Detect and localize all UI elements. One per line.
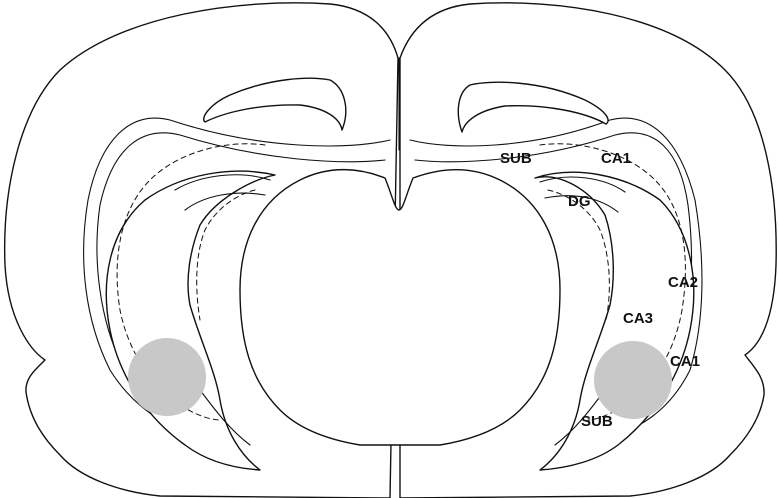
- label-ca2: CA2: [668, 274, 698, 291]
- thalamus-brainstem: [240, 170, 560, 445]
- label-sub-ventral: SUB: [581, 413, 613, 430]
- label-ca1-dorsal: CA1: [601, 150, 631, 167]
- label-dg: DG: [568, 193, 591, 210]
- label-ca1-ventral: CA1: [670, 353, 700, 370]
- label-sub-dorsal: SUB: [500, 150, 532, 167]
- right-injection-site: [594, 341, 672, 419]
- label-ca3: CA3: [623, 310, 653, 327]
- left-injection-site: [128, 338, 206, 416]
